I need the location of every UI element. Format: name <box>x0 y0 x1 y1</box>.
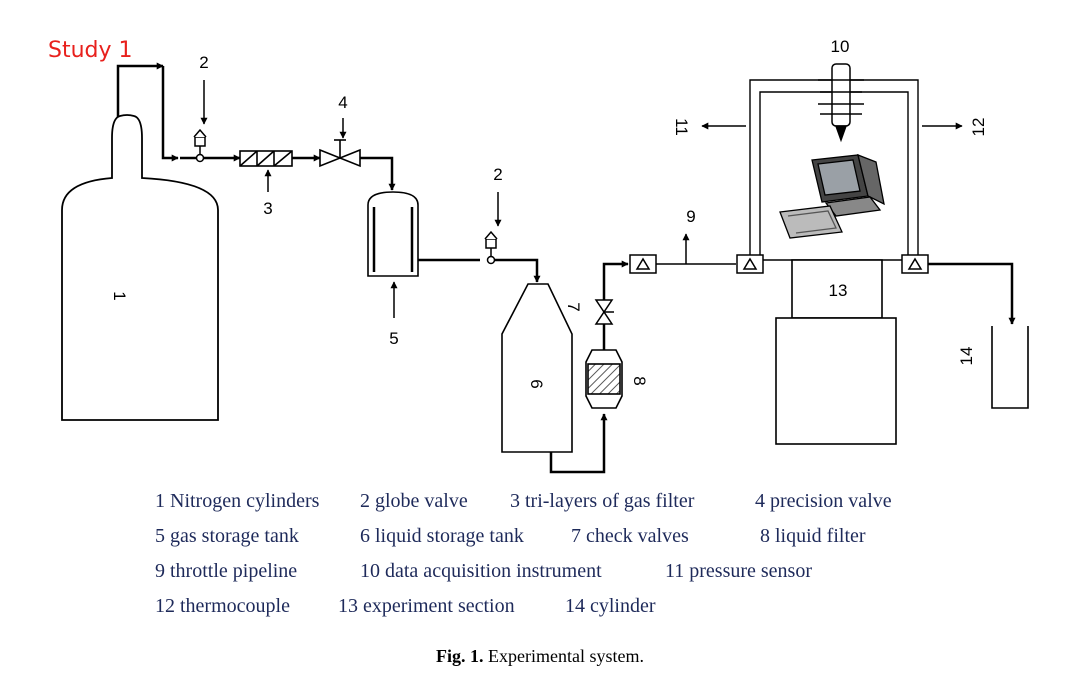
legend-item: 12 thermocouple <box>155 595 290 617</box>
sensor-box-3 <box>901 254 929 274</box>
label-6: 6 <box>527 379 546 388</box>
computer-icon <box>779 153 885 239</box>
gas-storage-tank <box>367 191 419 318</box>
legend-item: 2 globe valve <box>360 490 468 512</box>
legend-row: 5 gas storage tank 6 liquid storage tank… <box>155 525 955 560</box>
label-4: 4 <box>338 93 347 112</box>
legend-item: 14 cylinder <box>565 595 656 617</box>
label-2a: 2 <box>199 53 208 72</box>
legend-item: 10 data acquisition instrument <box>360 560 602 582</box>
experiment-section <box>763 259 902 445</box>
throttle-pipeline <box>656 233 736 265</box>
sensor-box-2 <box>736 254 764 274</box>
label-2b: 2 <box>493 165 502 184</box>
label-9: 9 <box>686 207 695 226</box>
collector-cylinder <box>991 326 1029 409</box>
legend-item: 13 experiment section <box>338 595 515 617</box>
label-12: 12 <box>969 118 988 137</box>
label-10: 10 <box>831 37 850 56</box>
caption-text: Experimental system. <box>488 646 644 666</box>
check-valve <box>594 299 614 325</box>
study-annotation: Study 1 <box>48 38 133 63</box>
legend-item: 3 tri-layers of gas filter <box>510 490 695 512</box>
label-7: 7 <box>564 302 583 311</box>
gas-filter <box>239 150 293 192</box>
legend-item: 6 liquid storage tank <box>360 525 524 547</box>
label-14: 14 <box>957 347 976 366</box>
legend-row: 12 thermocouple 13 experiment section 14… <box>155 595 955 630</box>
nitrogen-cylinder <box>61 114 219 421</box>
legend-item: 9 throttle pipeline <box>155 560 298 582</box>
figure-caption: Fig. 1. Experimental system. <box>0 646 1080 667</box>
legend-item: 4 precision valve <box>755 490 892 512</box>
schematic-diagram: 1 2 3 4 5 2 6 7 8 9 10 11 12 13 14 <box>61 37 1029 474</box>
pipe-tank-to-liquid-filter <box>549 413 608 474</box>
nitrogen-pipe <box>116 62 241 162</box>
legend-row: 9 throttle pipeline 10 data acquisition … <box>155 560 955 595</box>
sensor-box-1 <box>629 254 657 274</box>
liquid-storage-tank <box>501 283 573 453</box>
label-3: 3 <box>263 199 272 218</box>
component-legend: 1 Nitrogen cylinders 2 globe valve 3 tri… <box>155 490 955 630</box>
label-11: 11 <box>672 118 691 136</box>
caption-label: Fig. 1. <box>436 646 484 666</box>
liquid-filter <box>585 349 623 409</box>
globe-valve-1 <box>193 80 208 163</box>
label-8: 8 <box>630 376 649 385</box>
legend-item: 7 check valves <box>571 525 689 547</box>
pipe-to-liquid-tank <box>495 258 541 283</box>
legend-item: 1 Nitrogen cylinders <box>155 490 320 512</box>
precision-valve <box>319 118 361 168</box>
globe-valve-2 <box>484 192 502 265</box>
legend-row: 1 Nitrogen cylinders 2 globe valve 3 tri… <box>155 490 955 525</box>
legend-item: 11 pressure sensor <box>665 560 813 582</box>
label-13: 13 <box>829 281 848 300</box>
legend-item: 8 liquid filter <box>760 525 866 547</box>
pipe-check-valve-out <box>602 260 629 300</box>
label-5: 5 <box>389 329 398 348</box>
label-1: 1 <box>110 291 129 300</box>
pipe-to-gas-tank <box>360 156 396 191</box>
legend-item: 5 gas storage tank <box>155 525 299 547</box>
pipe-to-collector <box>928 262 1016 325</box>
data-acquisition-instrument <box>818 63 864 143</box>
